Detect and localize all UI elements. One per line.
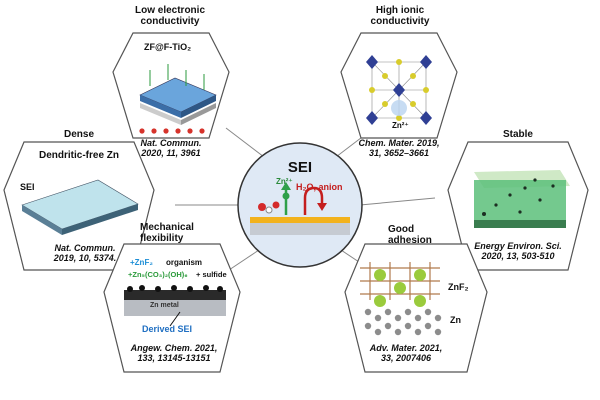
adhesion-structure (360, 262, 442, 336)
dense-ref-line1: Nat. Commun. (54, 243, 116, 253)
mechanical-legend-zn5: +Zn₅(CO₃)₂(OH)₆ (128, 270, 188, 279)
stable-ref-line1: Energy Environ. Sci. (474, 241, 562, 251)
center-blocked-arrow (303, 186, 324, 215)
mechanical-legend-organism: organism (166, 258, 203, 267)
dense-sei-label: SEI (20, 182, 35, 192)
high-ionic-ion-label: Zn²⁺ (392, 121, 409, 130)
low-electronic-material: ZF@F-TiO₂ (144, 42, 192, 52)
mechanical-title-line1: Mechanical (140, 222, 194, 233)
high-ionic-title-line2: conductivity (370, 16, 430, 27)
center-particles (258, 182, 291, 215)
center-circle (237, 142, 363, 268)
center-sei-layer (250, 217, 350, 223)
stable-ref-line2: 2020, 13, 503-510 (481, 251, 555, 261)
center-blocked-arrowhead (317, 203, 327, 211)
mechanical-legend-sulfide: + sulfide (196, 270, 227, 279)
center-substrate (250, 223, 350, 235)
high-ionic-ref-line2: 31, 3652–3661 (368, 148, 430, 158)
mechanical-ref-line1: Angew. Chem. 2021, (130, 343, 218, 353)
connector-lines (175, 127, 436, 273)
stable-box (474, 170, 570, 228)
mechanical-metal-label: Zn metal (150, 302, 179, 309)
high-ionic-title-line1: High ionic (375, 5, 425, 16)
mechanical-legend-znf2: +ZnF₂ (130, 258, 153, 267)
dense-title: Dense (63, 129, 94, 140)
adhesion-title-line2: adhesion (388, 235, 432, 246)
mechanical-derived-sei-label: Derived SEI (142, 324, 193, 334)
low-electronic-ref-line2: 2020, 11, 3961 (141, 148, 201, 158)
center-ion-label: Zn²⁺ (276, 177, 293, 186)
high-ionic-lattice (366, 55, 432, 125)
mechanical-title-line2: flexibility (140, 233, 184, 244)
high-ionic-ref-line1: Chem. Mater. 2019, (358, 138, 440, 148)
center-title: SEI (287, 159, 313, 176)
mechanical-cross-section (124, 285, 226, 327)
mechanical-ref-line2: 133, 13145-13151 (137, 353, 211, 363)
low-electronic-title-line2: conductivity (140, 16, 200, 27)
low-electronic-ref-line1: Nat. Commun. (140, 138, 202, 148)
low-electronic-film (139, 64, 217, 134)
stable-title: Stable (502, 129, 533, 140)
dense-ref-line2: 2019, 10, 5374. (53, 253, 117, 263)
dense-film (21, 179, 139, 235)
adhesion-znf2-label: ZnF₂ (448, 282, 469, 292)
adhesion-ref-line1: Adv. Mater. 2021, (369, 343, 443, 353)
dense-subtitle: Dendritic-free Zn (38, 150, 119, 161)
adhesion-ref-line2: 33, 2007406 (380, 353, 432, 363)
center-anion-label: H₂O, anion (296, 182, 343, 192)
adhesion-title-line1: Good (388, 224, 415, 235)
low-electronic-title-line1: Low electronic (134, 5, 205, 16)
adhesion-zn-label: Zn (450, 315, 461, 325)
